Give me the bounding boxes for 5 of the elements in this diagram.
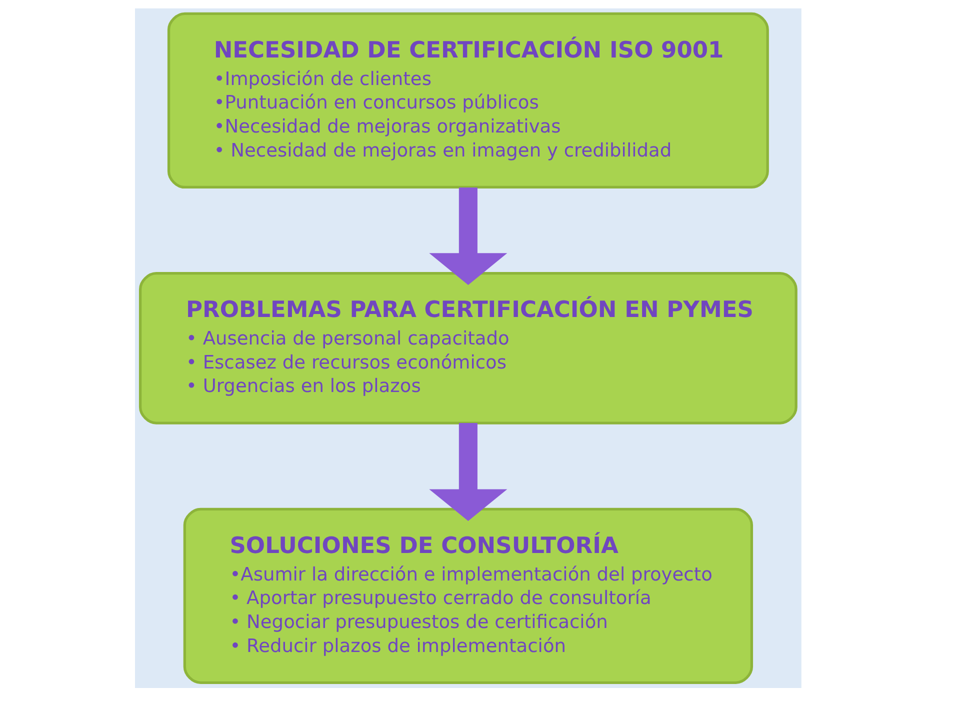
arrow <box>429 188 508 285</box>
node-box: SOLUCIONES DE CONSULTORÍA •Asumir la dirección e implementación del proyecto • Aportar presupuesto cerrado de consultoría • Negociar presupuestos de certificación • Reducir plazos de implementación <box>183 508 754 684</box>
arrow <box>429 423 508 522</box>
node-box: PROBLEMAS PARA CERTIFICACIÓN EN PYMES • Ausencia de personal capacitado • Escasez de recursos económicos • Urgencias en los plazos <box>138 272 798 424</box>
node-box: NECESIDAD DE CERTIFICACIÓN ISO 9001 •Imposición de clientes •Puntuación en concursos públicos •Necesidad de mejoras organizativas • Necesidad de mejoras en imagen y credibilidad <box>167 12 769 189</box>
